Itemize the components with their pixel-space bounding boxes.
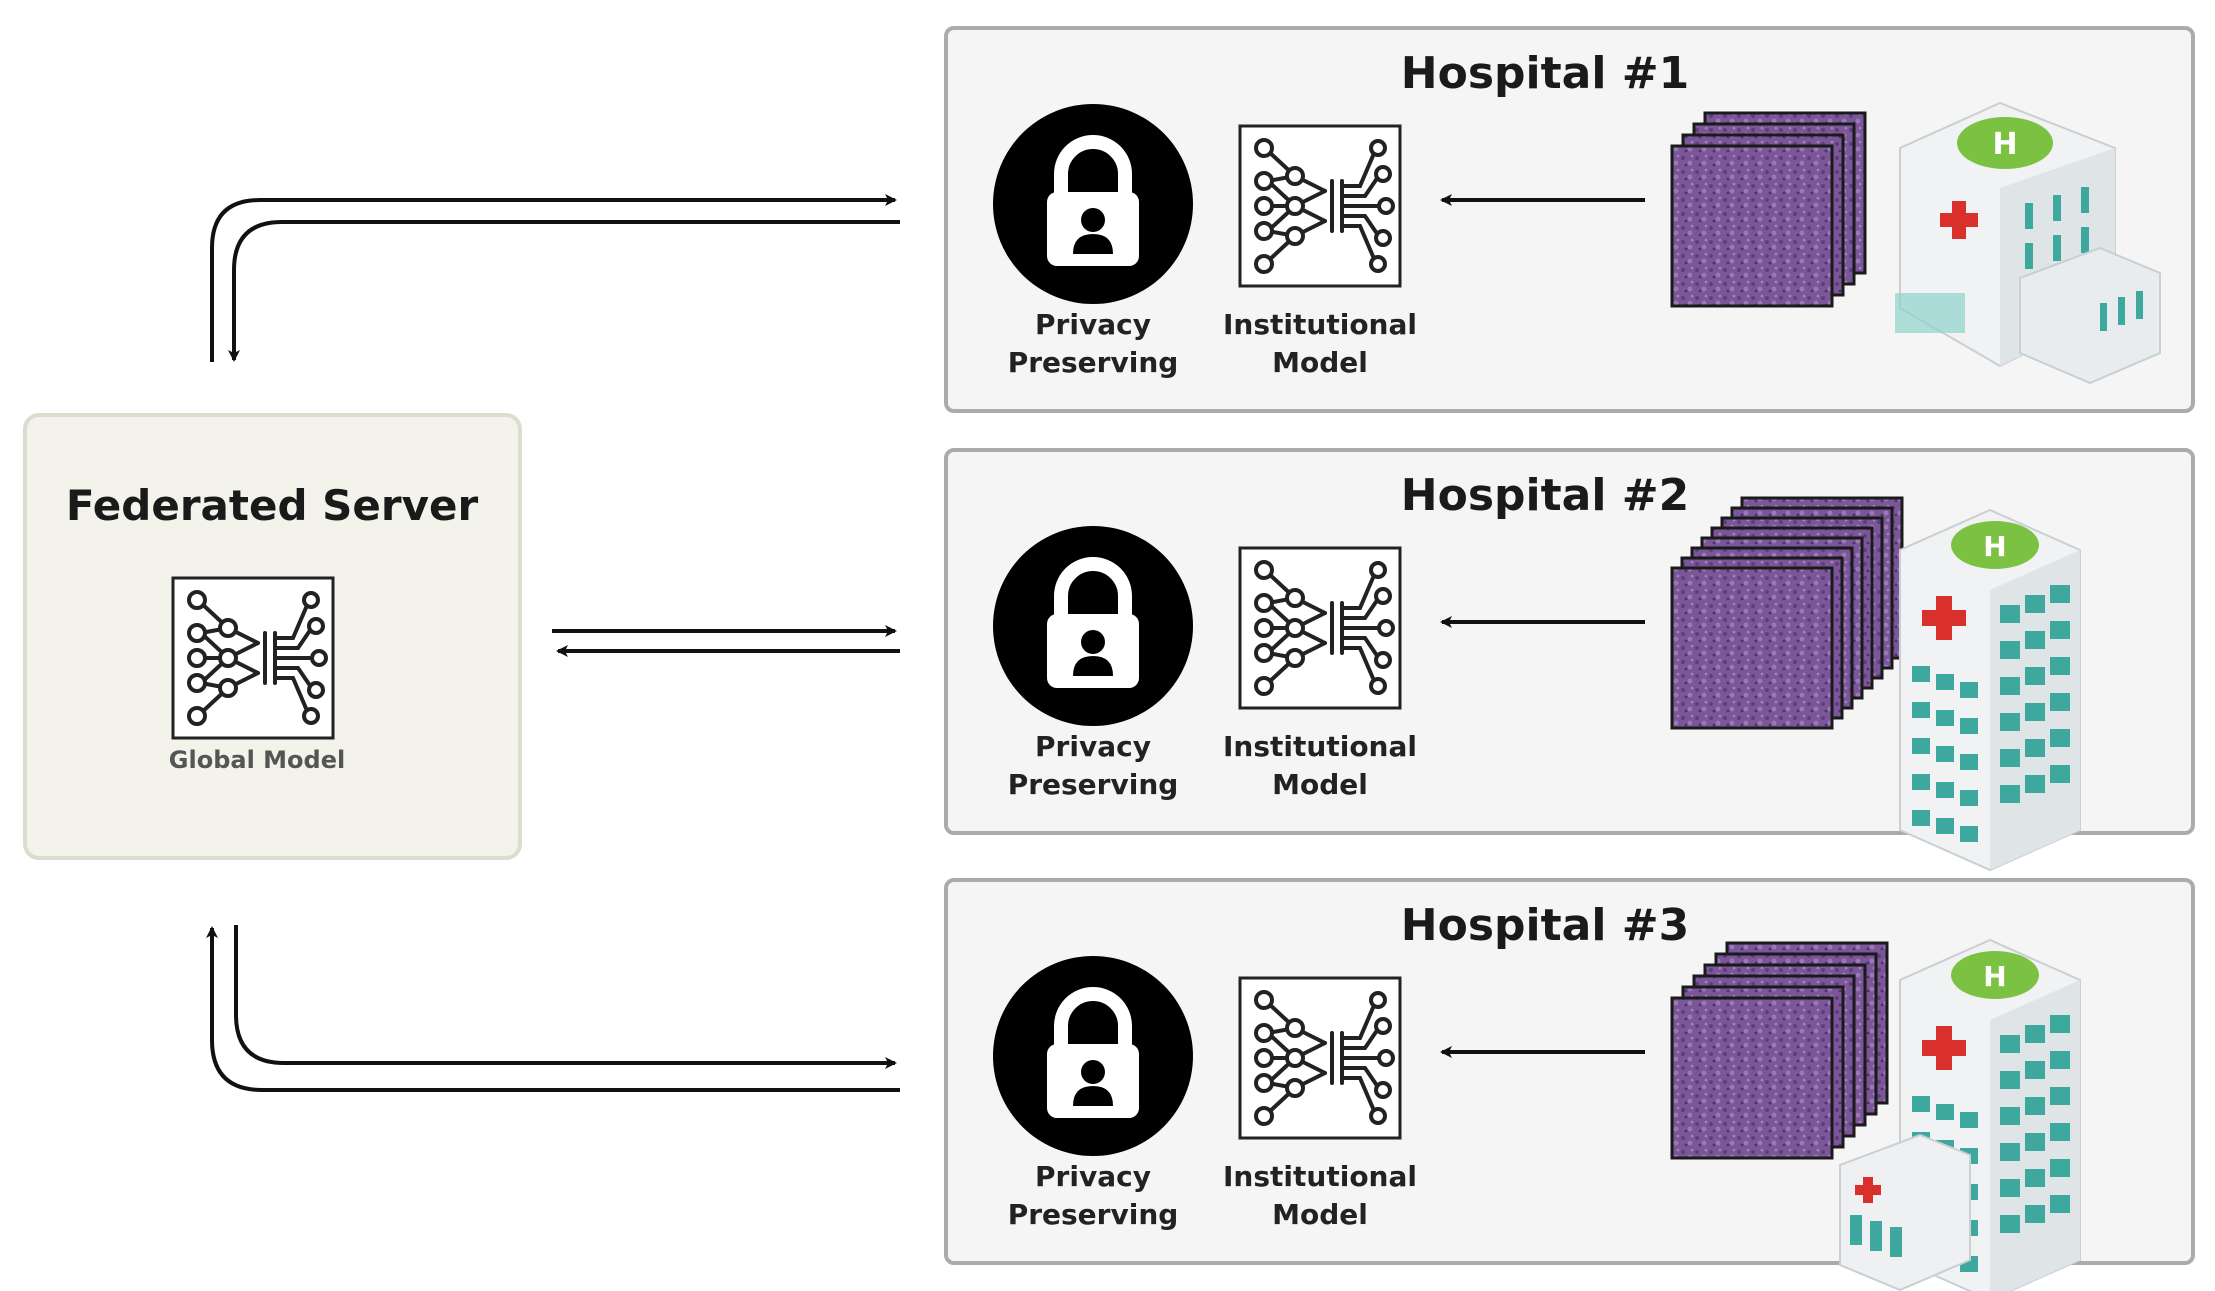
global-model-icon bbox=[171, 576, 335, 740]
federated-server-title: Federated Server bbox=[66, 481, 479, 530]
svg-text:H: H bbox=[1983, 530, 2006, 563]
federated-server-box: Federated Server Global Model bbox=[23, 413, 522, 860]
lock-icon bbox=[993, 956, 1193, 1156]
privacy-label-line-2: Preserving bbox=[1008, 1198, 1179, 1231]
model-label-line-1: Institutional bbox=[1223, 1160, 1417, 1193]
privacy-label-line-1: Privacy bbox=[1035, 730, 1151, 763]
model-label-line-1: Institutional bbox=[1223, 308, 1417, 341]
neural-network-icon bbox=[1238, 546, 1402, 710]
arrow-server-hospital-2 bbox=[552, 625, 900, 657]
model-label-line-2: Model bbox=[1272, 1198, 1368, 1231]
global-model-label: Global Model bbox=[169, 746, 345, 774]
privacy-label-line-2: Preserving bbox=[1008, 768, 1179, 801]
arrow-server-hospital-3 bbox=[206, 925, 900, 1092]
privacy-label-line-1: Privacy bbox=[1035, 1160, 1151, 1193]
privacy-label-line-1: Privacy bbox=[1035, 308, 1151, 341]
lock-icon bbox=[993, 526, 1193, 726]
model-label-line-2: Model bbox=[1272, 346, 1368, 379]
arrow-server-hospital-1 bbox=[210, 194, 900, 362]
tissue-slides-icon bbox=[1670, 111, 1867, 308]
neural-network-icon bbox=[1238, 976, 1402, 1140]
hospital-building-icon: H bbox=[1839, 938, 2081, 1291]
tissue-slides-icon bbox=[1670, 496, 1904, 730]
svg-text:H: H bbox=[1983, 960, 2006, 993]
privacy-label-line-2: Preserving bbox=[1008, 346, 1179, 379]
neural-network-icon bbox=[1238, 124, 1402, 288]
hospital-title: Hospital #1 bbox=[1401, 48, 1689, 99]
hospital-building-icon: H bbox=[1895, 101, 2161, 385]
hospital-title: Hospital #3 bbox=[1401, 900, 1689, 951]
svg-text:H: H bbox=[1992, 127, 2017, 162]
model-label-line-2: Model bbox=[1272, 768, 1368, 801]
hospital-title: Hospital #2 bbox=[1401, 470, 1689, 521]
model-label-line-1: Institutional bbox=[1223, 730, 1417, 763]
hospital-building-icon: H bbox=[1899, 508, 2081, 872]
tissue-slides-icon bbox=[1670, 941, 1889, 1160]
lock-icon bbox=[993, 104, 1193, 304]
